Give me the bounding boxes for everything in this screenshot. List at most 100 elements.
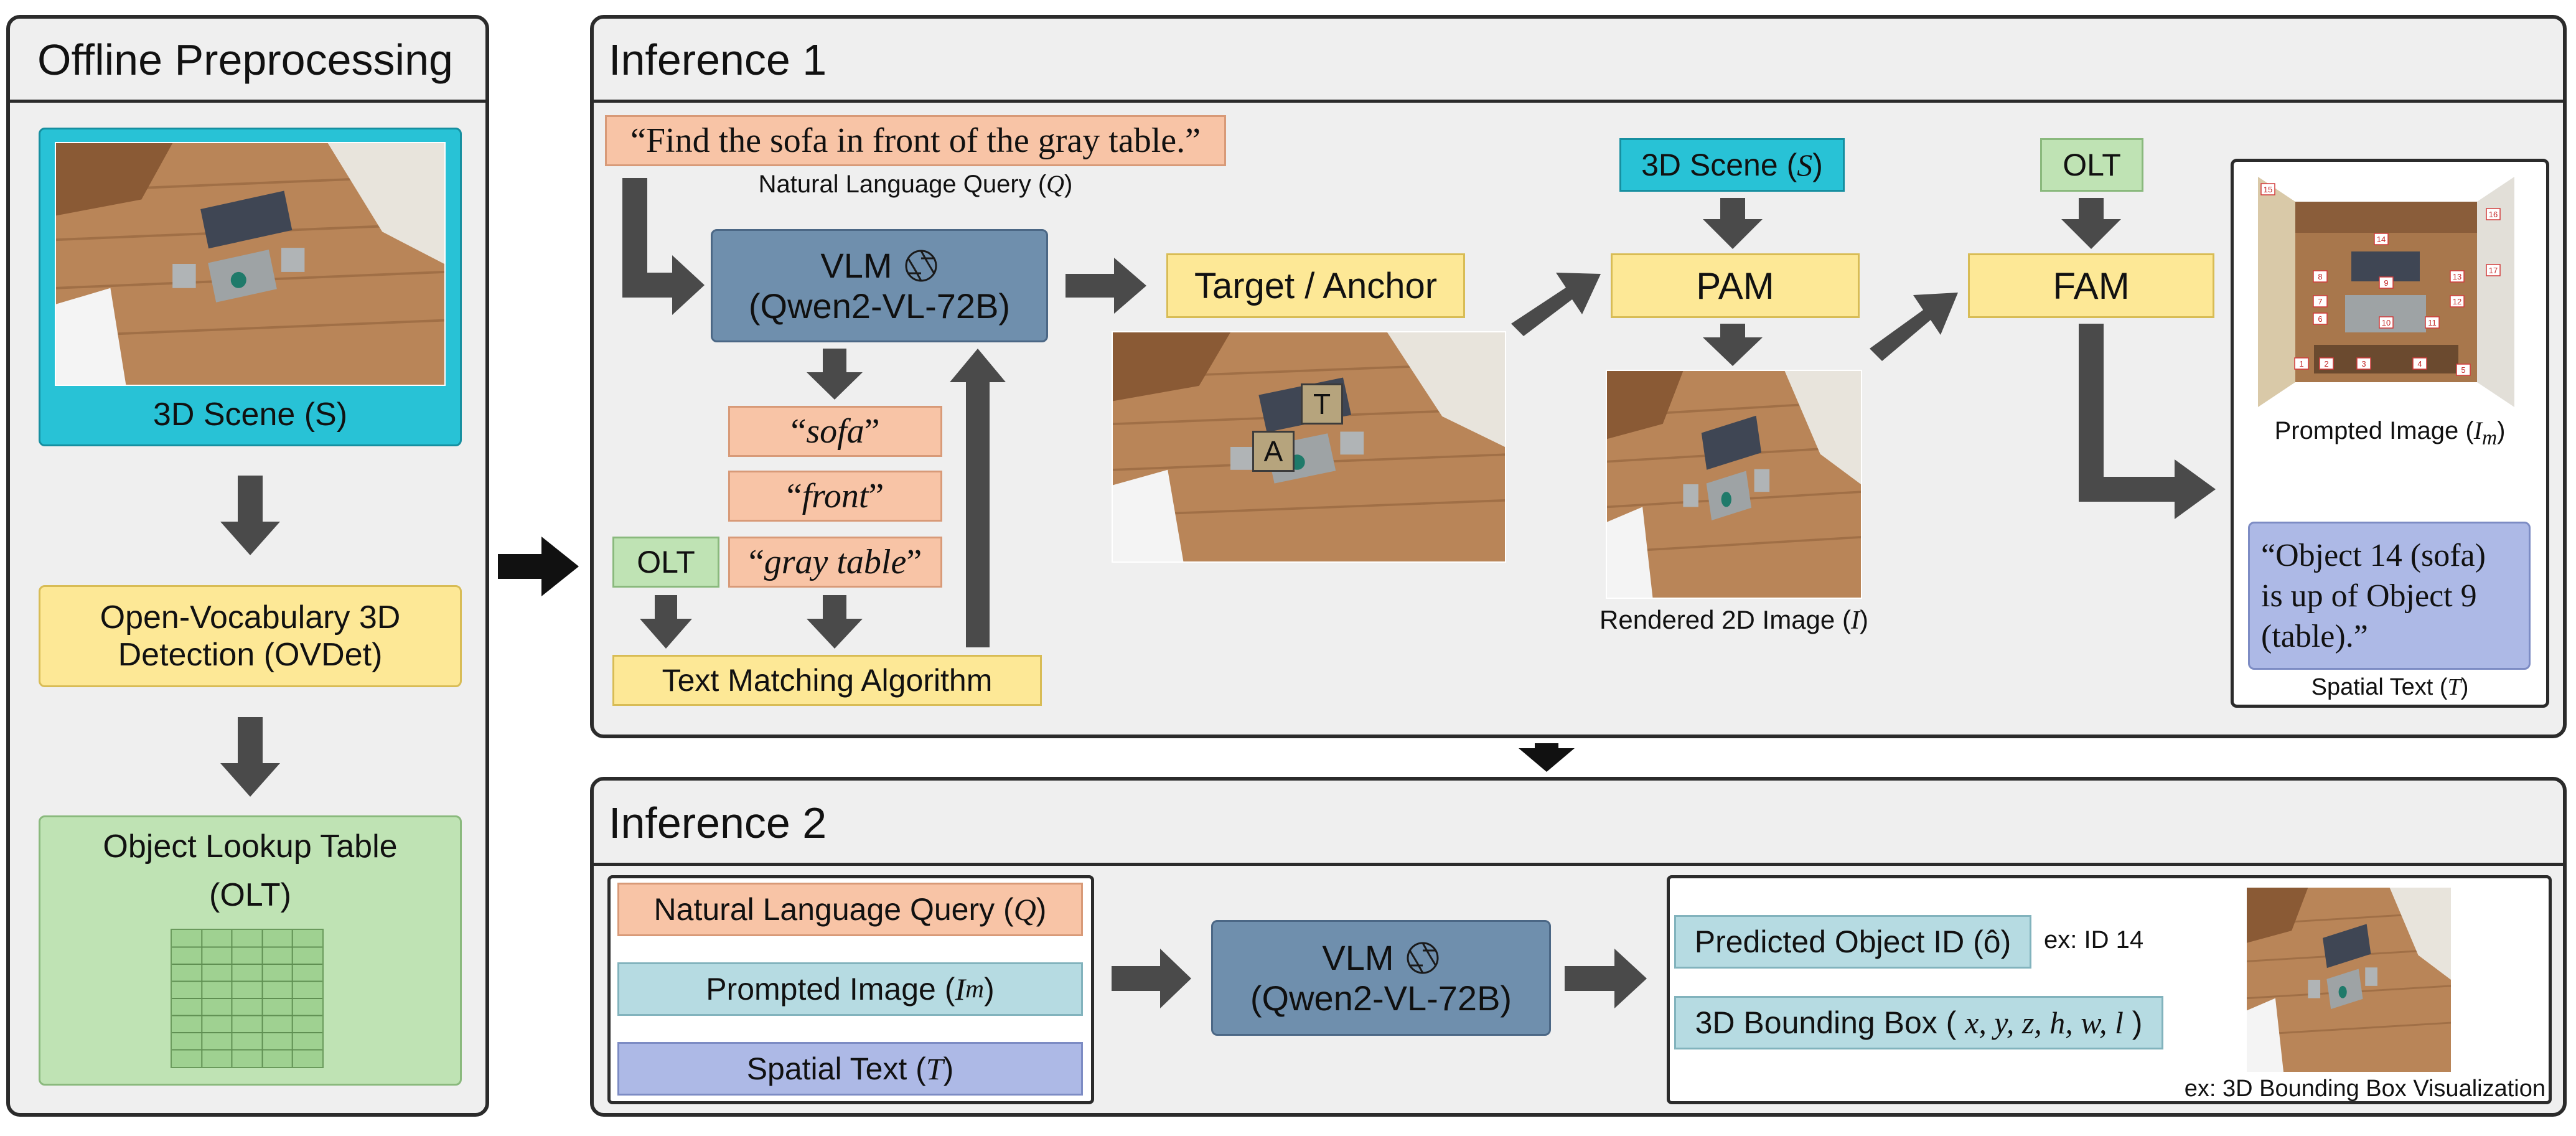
ovdet-line1: Open-Vocabulary 3D xyxy=(100,599,401,636)
object-id-marker xyxy=(2450,295,2465,307)
inf2-spatial-symbol: T xyxy=(925,1051,944,1086)
inf2-query-text: Natural Language Query xyxy=(653,892,995,927)
query-caption-text: Natural Language Query xyxy=(758,171,1031,198)
offline-scene-label: 3D Scene (S) xyxy=(152,397,348,433)
rendered-caption: Rendered 2D Image (I) xyxy=(1599,605,1868,635)
rendered-caption-text: Rendered 2D Image xyxy=(1599,605,1835,634)
inf2-prompted-subscript: m xyxy=(965,975,985,1003)
inf2-spatial-text: Spatial Text xyxy=(746,1051,907,1086)
object-id-label: 12 xyxy=(2453,297,2461,306)
vlm-box-2: VLM (Qwen2-VL-72B) xyxy=(1211,920,1551,1036)
scene-box-1-symbol: S xyxy=(1797,148,1813,182)
arrow-offline-to-inference xyxy=(498,537,579,596)
olt-box-1: OLT xyxy=(612,537,719,588)
predicted-id-box: Predicted Object ID (ô) xyxy=(1674,915,2031,969)
arrow-inference1-to-inference2 xyxy=(1519,743,1575,772)
token-sofa: “sofa” xyxy=(728,406,942,457)
object-id-label: 2 xyxy=(2324,359,2328,368)
object-id-marker xyxy=(2412,357,2427,370)
object-id-label: 8 xyxy=(2318,272,2322,281)
spatial-text-box: “Object 14 (sofa) is up of Object 9 (tab… xyxy=(2248,522,2531,670)
object-id-marker xyxy=(2313,270,2328,283)
bbox-visualization-image xyxy=(2246,886,2452,1073)
spatial-line2: is up of Object 9 xyxy=(2261,578,2477,614)
object-id-marker xyxy=(2486,208,2501,220)
pam-box: PAM xyxy=(1611,253,1860,318)
vlm-box-1-line1: VLM xyxy=(820,245,938,286)
object-id-marker xyxy=(2356,357,2371,370)
vlm-box-2-line1: VLM xyxy=(1322,937,1440,978)
object-id-marker xyxy=(2425,316,2440,329)
inf2-query-box: Natural Language Query (Q) xyxy=(617,883,1083,936)
olt-line2: (OLT) xyxy=(209,877,291,913)
olt-box-2: OLT xyxy=(2040,138,2143,192)
object-id-label: 10 xyxy=(2382,318,2391,327)
query-caption: Natural Language Query (Q) xyxy=(758,170,1073,198)
lookup-table-grid xyxy=(171,929,324,1068)
object-id-label: 6 xyxy=(2318,314,2322,324)
prompted-caption-text: Prompted Image xyxy=(2274,417,2459,444)
object-id-marker xyxy=(2450,270,2465,283)
token-sofa-text: sofa xyxy=(806,412,864,451)
object-id-label: 15 xyxy=(2264,185,2272,194)
offline-title-divider xyxy=(10,100,485,103)
offline-panel-title: Offline Preprocessing xyxy=(37,35,453,84)
inf2-query-symbol: Q xyxy=(1013,892,1036,927)
object-id-marker xyxy=(2374,233,2389,245)
token-gray-table: “gray table” xyxy=(728,537,942,588)
ovdet-line2: Detection (OVDet) xyxy=(118,637,383,673)
object-id-label: 4 xyxy=(2417,359,2422,368)
prompted-caption-subscript: m xyxy=(2482,426,2498,449)
offline-scene-image xyxy=(55,142,446,386)
query-symbol: Q xyxy=(1046,170,1065,198)
vlm-box-1: VLM (Qwen2-VL-72B) xyxy=(711,229,1048,342)
object-id-marker xyxy=(2456,364,2471,376)
bbox-label-text: 3D Bounding Box xyxy=(1695,1005,1937,1040)
object-id-marker xyxy=(2486,264,2501,276)
object-id-label: 9 xyxy=(2384,278,2388,288)
prompted-caption-symbol: I xyxy=(2473,416,2483,444)
inf2-prompted-symbol: I xyxy=(955,972,966,1007)
object-id-label: 3 xyxy=(2361,359,2366,368)
target-anchor-scene-image xyxy=(1112,331,1506,563)
inf2-spatial-box: Spatial Text (T) xyxy=(617,1042,1083,1096)
inf2-prompted-text: Prompted Image xyxy=(706,972,936,1007)
object-id-label: 7 xyxy=(2318,297,2322,306)
vlm-box-1-title: VLM xyxy=(820,246,892,285)
example-id: ex: ID 14 xyxy=(2044,926,2144,954)
rendered-caption-symbol: I xyxy=(1850,606,1860,635)
prompted-caption: Prompted Image (Im) xyxy=(2274,416,2506,449)
object-id-label: 13 xyxy=(2453,272,2461,281)
object-id-label: 1 xyxy=(2299,359,2303,368)
object-id-marker xyxy=(2260,183,2275,195)
rendered-image xyxy=(1606,370,1862,599)
vlm-box-2-line2: (Qwen2-VL-72B) xyxy=(1250,979,1512,1018)
visualization-caption: ex: 3D Bounding Box Visualization xyxy=(2184,1076,2546,1102)
target-anchor-box: Target / Anchor xyxy=(1166,253,1465,318)
text-matching-box: Text Matching Algorithm xyxy=(612,655,1042,706)
object-id-marker xyxy=(2294,357,2309,370)
anchor-marker: A xyxy=(1252,431,1295,472)
olt-line1: Object Lookup Table xyxy=(103,829,398,865)
scene-box-1-text: 3D Scene xyxy=(1641,148,1778,182)
object-id-label: 14 xyxy=(2377,235,2386,244)
object-id-marker xyxy=(2319,357,2334,370)
vlm-box-2-title: VLM xyxy=(1322,938,1394,977)
spatial-line3: (table).” xyxy=(2261,618,2368,654)
token-front: “front” xyxy=(728,471,942,522)
spatial-line1: “Object 14 (sofa) xyxy=(2261,537,2486,573)
scene-box-1: 3D Scene (S) xyxy=(1619,138,1845,192)
aperture-icon xyxy=(1407,942,1439,974)
bbox-params: x, y, z, h, w, l xyxy=(1965,1005,2124,1040)
inference2-panel-title: Inference 2 xyxy=(609,799,827,847)
target-marker: T xyxy=(1301,383,1343,425)
inference1-title-divider xyxy=(594,100,2563,103)
object-id-marker xyxy=(2379,316,2394,329)
inference1-panel-title: Inference 1 xyxy=(609,35,827,84)
ovdet-box: Open-Vocabulary 3D Detection (OVDet) xyxy=(39,585,462,687)
object-id-label: 11 xyxy=(2428,318,2437,327)
